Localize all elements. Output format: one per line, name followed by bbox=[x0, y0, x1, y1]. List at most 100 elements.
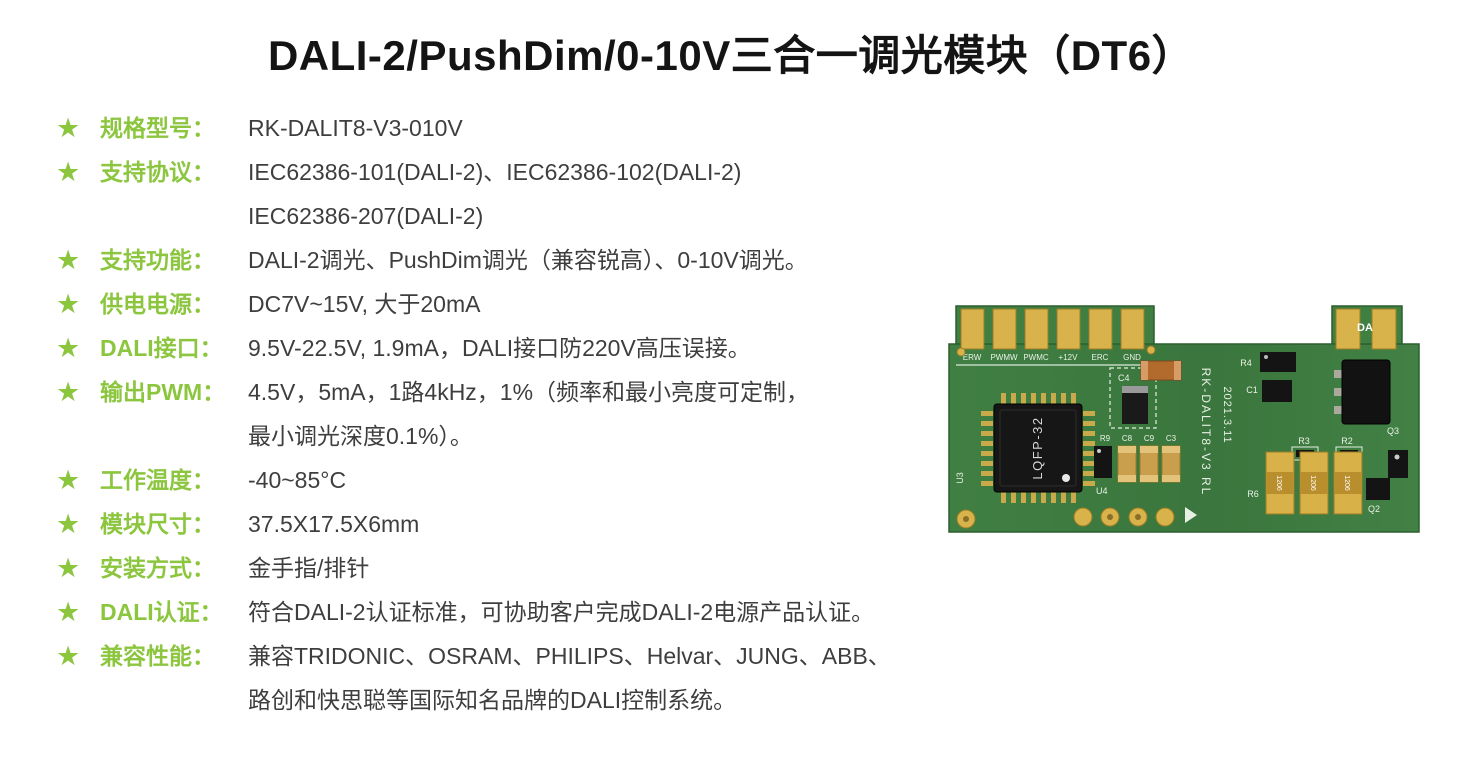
spec-value: DALI-2调光、PushDim调光（兼容锐高）、0-10V调光。 bbox=[248, 238, 946, 282]
resistor-code-1: 1206 bbox=[1275, 475, 1282, 491]
pin-label-erw: ERW bbox=[963, 353, 982, 362]
spec-value-line: 4.5V，5mA，1路4kHz，1%（频率和最小亮度可定制， bbox=[248, 379, 810, 405]
pin-label-pwmc: PWMC bbox=[1023, 353, 1049, 362]
pcb-photo: ERW PWMW PWMC +12V ERC GND DA LQFP-32 bbox=[948, 300, 1426, 550]
tantalum-cap bbox=[1140, 360, 1182, 381]
power-resistors: 1206 1206 1206 bbox=[1265, 451, 1363, 515]
spec-row: ★ DALI接口： 9.5V-22.5V, 1.9mA，DALI接口防220V高压误… bbox=[56, 326, 946, 370]
star-icon: ★ bbox=[56, 377, 81, 407]
da-label: DA bbox=[1357, 322, 1373, 334]
cap-cluster: R9 C8 C9 C3 bbox=[1094, 434, 1181, 483]
pin-label-erc: ERC bbox=[1092, 353, 1109, 362]
ref-q3: Q3 bbox=[1387, 426, 1399, 436]
spec-value-line: -40~85°C bbox=[248, 467, 347, 493]
bottom-pads bbox=[956, 345, 1197, 529]
pin-label-pwmw: PWMW bbox=[990, 353, 1018, 362]
spec-value: 符合DALI-2认证标准，可协助客户完成DALI-2电源产品认证。 bbox=[248, 590, 946, 634]
spec-value-line: IEC62386-207(DALI-2) bbox=[248, 203, 484, 229]
star-icon: ★ bbox=[56, 509, 81, 539]
ref-u4: U4 bbox=[1096, 486, 1108, 496]
spec-value-line: IEC62386-101(DALI-2)、IEC62386-102(DALI-2… bbox=[248, 159, 742, 185]
qfp-pins bbox=[981, 393, 1095, 503]
spec-value: 37.5X17.5X6mm bbox=[248, 502, 946, 546]
board-model-text: RK-DALIT8-V3 RL bbox=[1199, 368, 1213, 497]
spec-label: DALI认证： bbox=[100, 599, 223, 625]
spec-value-line: 兼容TRIDONIC、OSRAM、PHILIPS、Helvar、JUNG、ABB… bbox=[248, 643, 891, 669]
ref-c4: C4 bbox=[1118, 373, 1130, 383]
ref-r4: R4 bbox=[1240, 358, 1252, 368]
spec-list: ★ 规格型号： RK-DALIT8-V3-010V ★ 支持协议： IEC62386-10… bbox=[56, 106, 946, 722]
spec-value: 4.5V，5mA，1路4kHz，1%（频率和最小亮度可定制， 最小调光深度0.1%… bbox=[248, 370, 946, 458]
spec-value: 金手指/排针 bbox=[248, 546, 946, 590]
ref-c8: C8 bbox=[1122, 434, 1133, 443]
c4-component: C4 bbox=[1109, 367, 1157, 429]
spec-value-line: DC7V~15V, 大于20mA bbox=[248, 291, 481, 317]
star-icon: ★ bbox=[56, 245, 81, 275]
spec-row: ★ 安装方式： 金手指/排针 bbox=[56, 546, 946, 590]
spec-label: 工作温度： bbox=[100, 467, 215, 493]
pin-labels: ERW PWMW PWMC +12V ERC GND bbox=[963, 353, 1141, 362]
spec-value-line: DALI-2调光、PushDim调光（兼容锐高）、0-10V调光。 bbox=[248, 247, 808, 273]
star-icon: ★ bbox=[56, 597, 81, 627]
spec-value-line: 路创和快思聪等国际知名品牌的DALI控制系统。 bbox=[248, 687, 737, 713]
spec-row: ★ 供电电源： DC7V~15V, 大于20mA bbox=[56, 282, 946, 326]
star-icon: ★ bbox=[56, 553, 81, 583]
star-icon: ★ bbox=[56, 333, 81, 363]
arrow-marker bbox=[1185, 507, 1197, 523]
star-icon: ★ bbox=[56, 641, 81, 671]
spec-value-line: 最小调光深度0.1%）。 bbox=[248, 423, 473, 449]
spec-row: ★ 工作温度： -40~85°C bbox=[56, 458, 946, 502]
pin1-marker bbox=[1062, 474, 1070, 482]
pcb-svg: ERW PWMW PWMC +12V ERC GND DA LQFP-32 bbox=[948, 305, 1420, 533]
spec-row: ★ DALI认证： 符合DALI-2认证标准，可协助客户完成DALI-2电源产品认证… bbox=[56, 590, 946, 634]
spec-row: ★ 支持协议： IEC62386-101(DALI-2)、IEC62386-102(… bbox=[56, 150, 946, 238]
spec-row: ★ 兼容性能： 兼容TRIDONIC、OSRAM、PHILIPS、Helvar、JU… bbox=[56, 634, 946, 722]
spec-value-line: 37.5X17.5X6mm bbox=[248, 511, 420, 537]
spec-value-line: 9.5V-22.5V, 1.9mA，DALI接口防220V高压误接。 bbox=[248, 335, 751, 361]
spec-label: 安装方式： bbox=[100, 555, 215, 581]
ref-r9: R9 bbox=[1100, 434, 1111, 443]
spec-value: RK-DALIT8-V3-010V bbox=[248, 106, 946, 150]
spec-value-line: RK-DALIT8-V3-010V bbox=[248, 115, 463, 141]
spec-label: 支持协议： bbox=[100, 159, 215, 185]
ref-c3: C3 bbox=[1166, 434, 1177, 443]
spec-value: IEC62386-101(DALI-2)、IEC62386-102(DALI-2… bbox=[248, 150, 946, 238]
spec-value: DC7V~15V, 大于20mA bbox=[248, 282, 946, 326]
pin-label-gnd: GND bbox=[1123, 353, 1141, 362]
resistor-code-2: 1206 bbox=[1309, 475, 1316, 491]
dali-pads: DA bbox=[1335, 308, 1397, 350]
spec-row: ★ 支持功能： DALI-2调光、PushDim调光（兼容锐高）、0-10V调光。 bbox=[56, 238, 946, 282]
spec-row: ★模块尺寸：37.5X17.5X6mm bbox=[56, 502, 946, 546]
star-icon: ★ bbox=[56, 465, 81, 495]
board-date-text: 2021.3.11 bbox=[1221, 386, 1233, 443]
chip-label: LQFP-32 bbox=[1030, 416, 1045, 479]
spec-label: 规格型号： bbox=[100, 115, 215, 141]
ref-r6: R6 bbox=[1247, 489, 1259, 499]
spec-label: 输出PWM： bbox=[100, 379, 226, 405]
ref-r3: R3 bbox=[1298, 436, 1310, 446]
ref-c1: C1 bbox=[1246, 385, 1258, 395]
spec-value: 9.5V-22.5V, 1.9mA，DALI接口防220V高压误接。 bbox=[248, 326, 946, 370]
ref-c9: C9 bbox=[1144, 434, 1155, 443]
spec-label: 支持功能： bbox=[100, 247, 215, 273]
right-components: R4 C1 Q3 R3 R2 1 bbox=[1240, 352, 1408, 515]
star-icon: ★ bbox=[56, 157, 81, 187]
resistor-code-3: 1206 bbox=[1343, 475, 1350, 491]
spec-row: ★ 规格型号： RK-DALIT8-V3-010V bbox=[56, 106, 946, 150]
spec-label: 兼容性能： bbox=[100, 643, 215, 669]
star-icon: ★ bbox=[56, 113, 81, 143]
page-title: DALI-2/PushDim/0-10V三合一调光模块（DT6） bbox=[267, 32, 1195, 79]
spec-row: ★ 输出PWM： 4.5V，5mA，1路4kHz，1%（频率和最小亮度可定制， 最小调… bbox=[56, 370, 946, 458]
qfp-chip: LQFP-32 U3 U4 bbox=[955, 393, 1108, 503]
spec-label: 供电电源： bbox=[100, 291, 215, 317]
spec-label: DALI接口： bbox=[100, 335, 223, 361]
spec-value: 兼容TRIDONIC、OSRAM、PHILIPS、Helvar、JUNG、ABB… bbox=[248, 634, 946, 722]
pin-label-12v: +12V bbox=[1059, 353, 1079, 362]
star-icon: ★ bbox=[56, 289, 81, 319]
spec-value-line: 符合DALI-2认证标准，可协助客户完成DALI-2电源产品认证。 bbox=[248, 599, 875, 625]
spec-value-line: 金手指/排针 bbox=[248, 555, 370, 581]
spec-value: -40~85°C bbox=[248, 458, 946, 502]
ref-u3: U3 bbox=[955, 472, 965, 484]
ref-q2: Q2 bbox=[1368, 504, 1380, 514]
ref-r2: R2 bbox=[1341, 436, 1353, 446]
